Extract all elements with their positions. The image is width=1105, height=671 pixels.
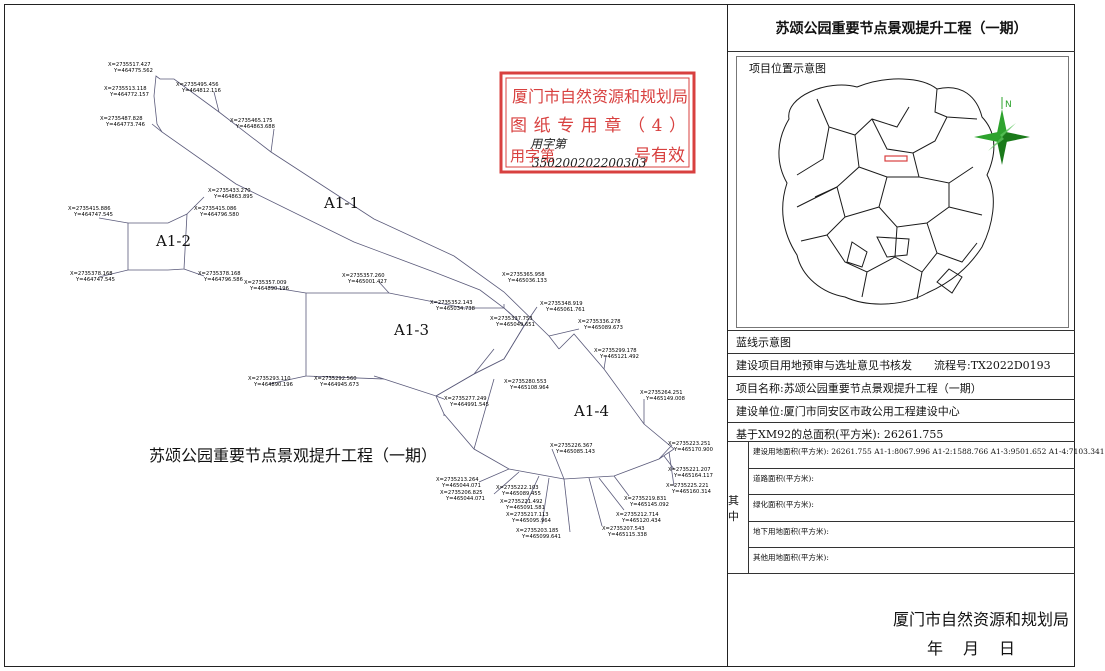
info-panel: 苏颂公园重要节点景观提升工程（一期）: [727, 4, 1105, 667]
info-rows: 蓝线示意图 建设项目用地预审与选址意见书核发 流程号:TX2022D0193 项…: [728, 330, 1075, 445]
area-breakdown: 其中 建设用地面积(平方米): 26261.755 A1-1:8067.996 …: [728, 441, 1105, 574]
stamp-handwritten-label: 用字第: [530, 137, 568, 151]
qizhong-label: 其中: [728, 442, 749, 573]
location-map: N: [778, 78, 1030, 305]
official-stamp: 厦门市自然资源和规划局 图纸专用章（4） 用字第 号有效 用字第 3502002…: [499, 71, 696, 174]
north-label: N: [1005, 100, 1012, 110]
parcel-label-a1-2: A1-2: [155, 232, 191, 250]
parcel-label-a1-4: A1-4: [573, 402, 609, 420]
compass-rose-icon: N: [974, 97, 1030, 165]
row-green-area: 绿化面积(平方米):: [749, 495, 1075, 522]
drawing-title: 苏颂公园重要节点景观提升工程（一期）: [149, 446, 437, 465]
row-blueline: 蓝线示意图: [728, 330, 1075, 353]
stamp-line-1: 厦门市自然资源和规划局: [512, 87, 688, 106]
panel-title: 苏颂公园重要节点景观提升工程（一期）: [728, 4, 1075, 52]
row-permit: 建设项目用地预审与选址意见书核发 流程号:TX2022D0193: [728, 353, 1075, 376]
row-builder: 建设单位:厦门市同安区市政公用工程建设中心: [728, 399, 1075, 422]
issuing-org: 厦门市自然资源和规划局: [892, 610, 1069, 629]
location-map-box: N 项目位置示意图: [736, 56, 1069, 328]
parcel-label-a1-1: A1-1: [323, 194, 359, 212]
stamp-number: 350200202200303: [532, 156, 647, 170]
row-project-name: 项目名称:苏颂公园重要节点景观提升工程（一期）: [728, 376, 1075, 399]
parcel-labels: A1-1 A1-2 A1-3 A1-4: [155, 194, 609, 420]
drawing-frame: [4, 4, 1075, 667]
row-road-area: 道路面积(平方米):: [749, 469, 1075, 496]
row-total-area: 基于XM92的总面积(平方米): 26261.755: [728, 422, 1075, 445]
parcel-label-a1-3: A1-3: [393, 321, 429, 339]
stamp-line-3-left: 用字第: [510, 147, 555, 165]
issue-date: 年 月 日: [926, 639, 1017, 658]
stamp-line-3-right: 号有效: [634, 146, 685, 166]
project-location-marker: [884, 155, 908, 162]
stamp-line-2: 图纸专用章（4）: [510, 116, 686, 136]
row-construction-area: 建设用地面积(平方米): 26261.755 A1-1:8067.996 A1-…: [749, 442, 1105, 469]
location-map-label: 项目位置示意图: [749, 62, 826, 75]
row-underground-area: 地下用地面积(平方米):: [749, 522, 1075, 549]
row-other-area: 其他用地面积(平方米):: [753, 553, 829, 563]
